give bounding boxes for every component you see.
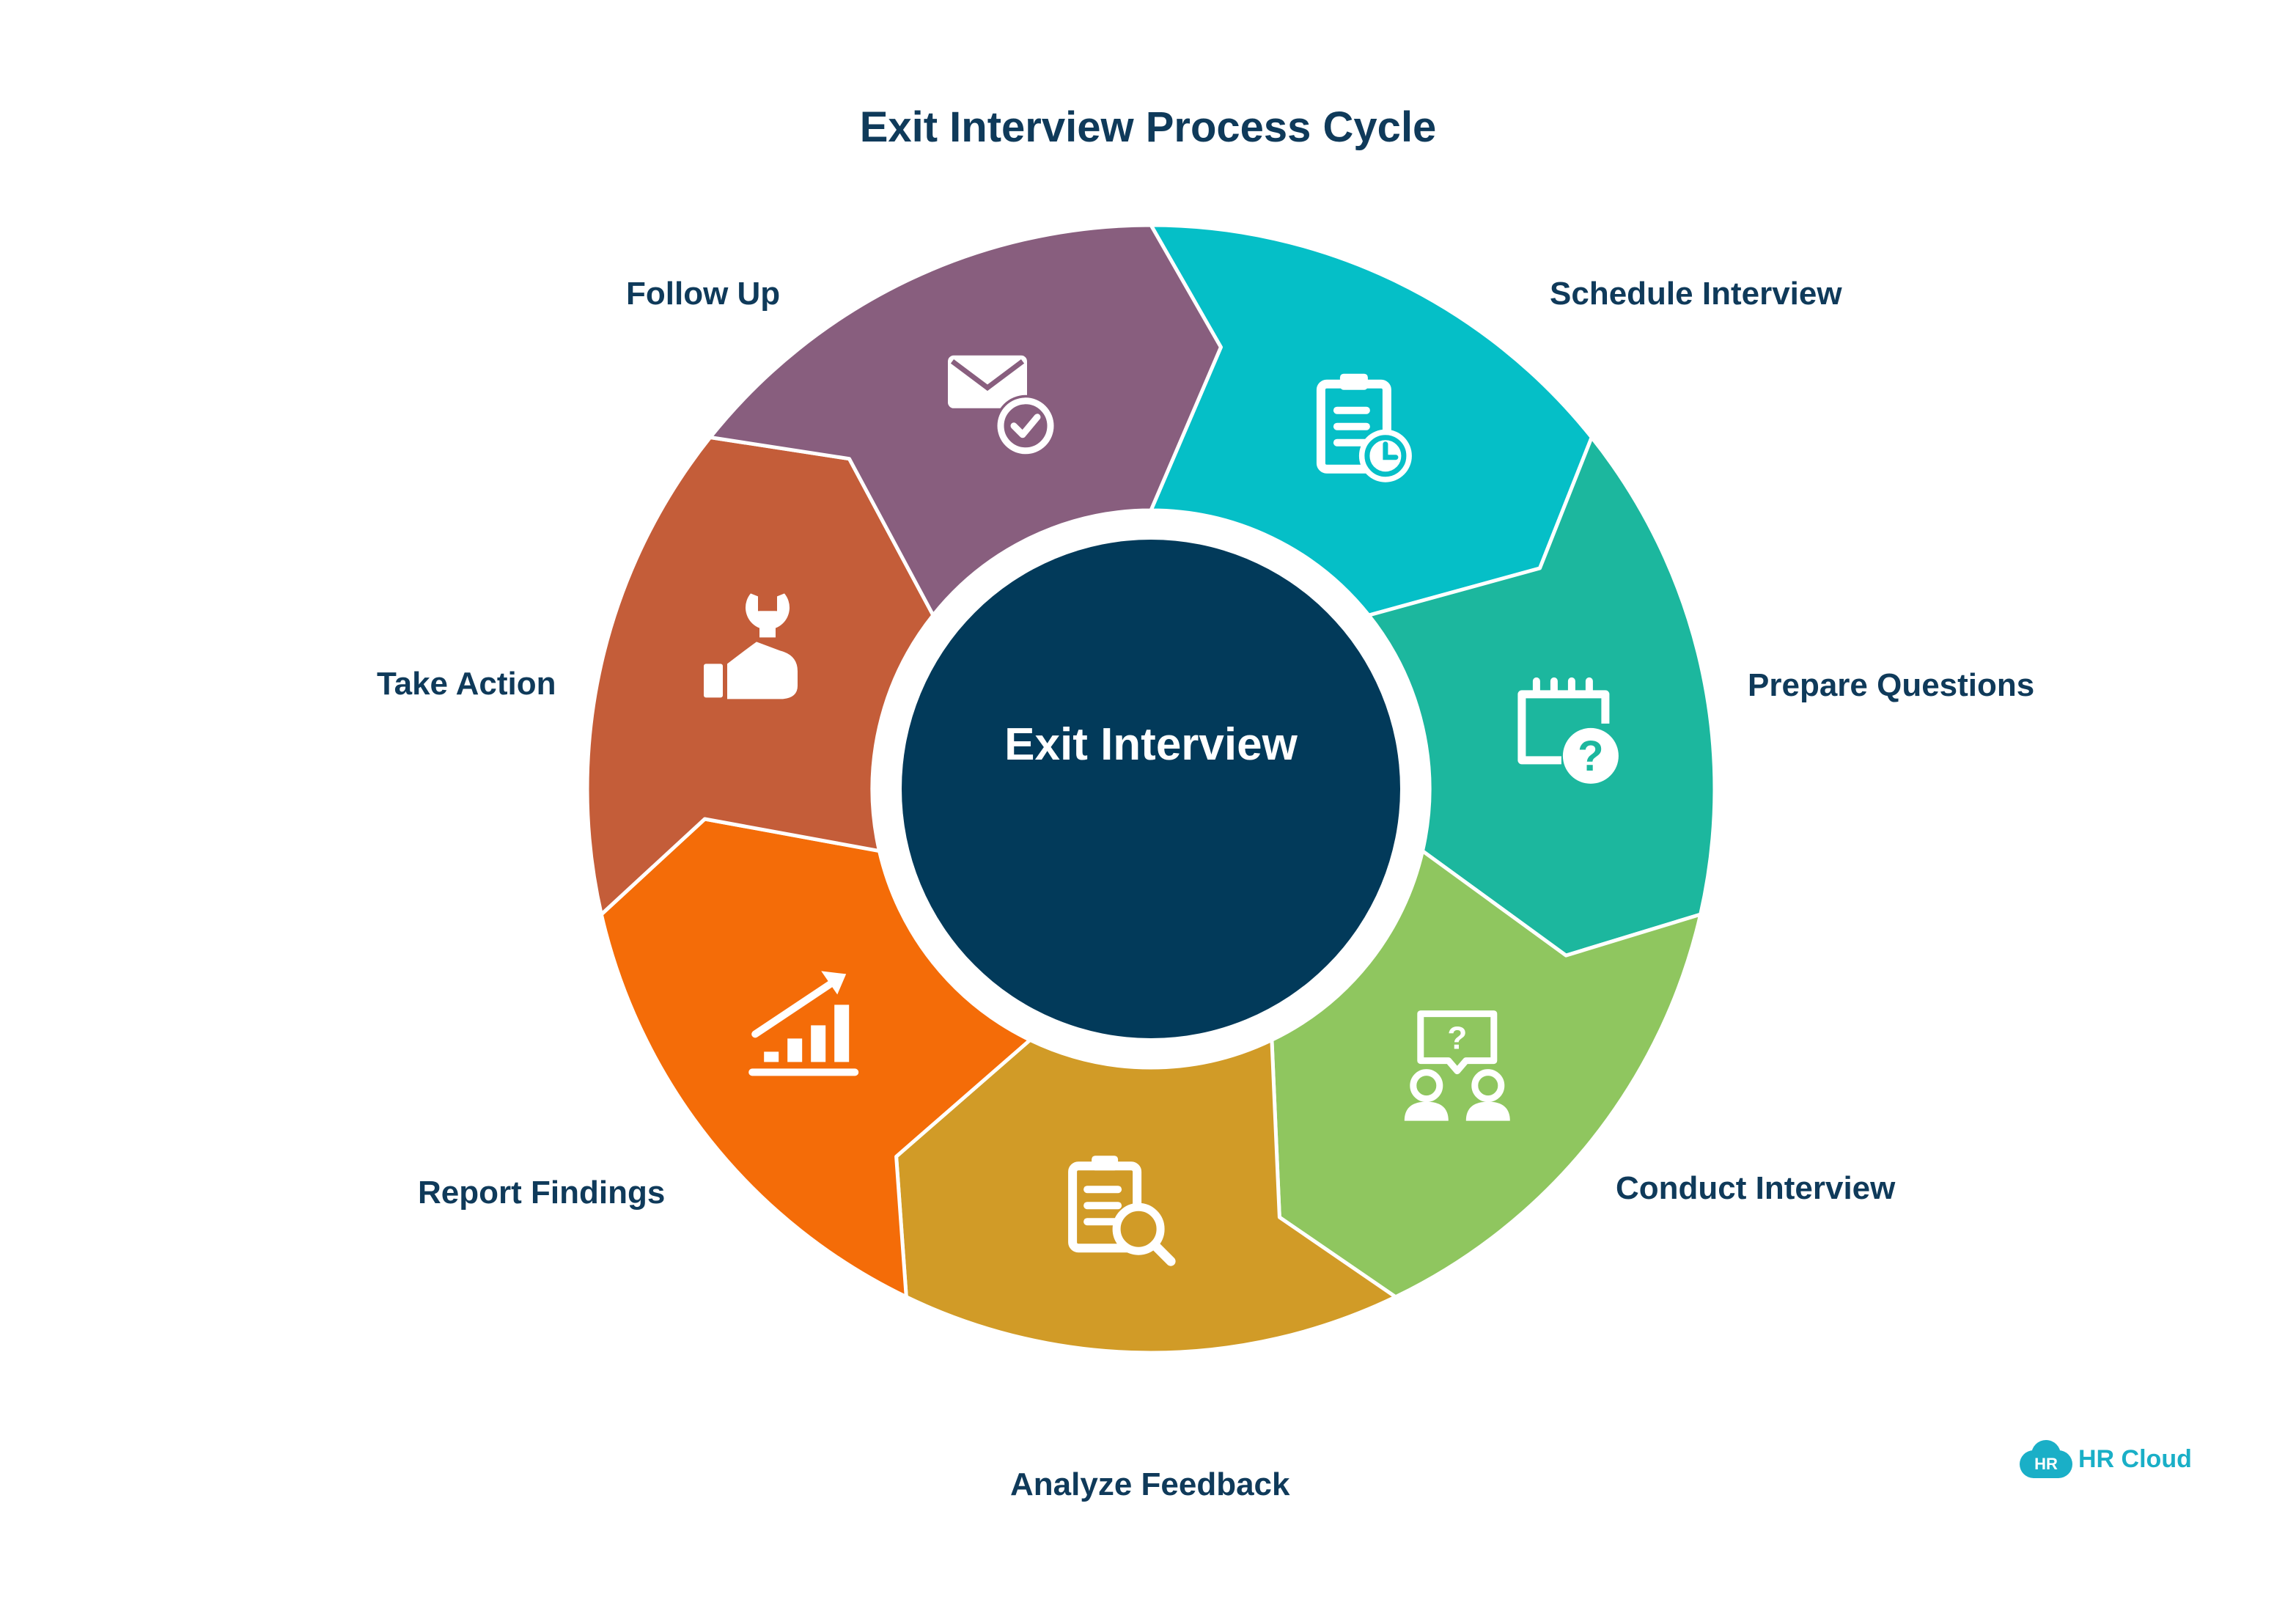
brand-badge: HR	[2034, 1455, 2058, 1473]
step-label-take-action: Take Action	[377, 666, 556, 702]
growth-chart-icon	[748, 971, 859, 1076]
envelope-check-icon	[948, 355, 1056, 457]
calendar-question-icon: ?	[1517, 677, 1619, 784]
cloud-icon: HR	[2020, 1440, 2072, 1478]
svg-text:?: ?	[1447, 1021, 1467, 1057]
step-label-analyze-feedback: Analyze Feedback	[1010, 1466, 1290, 1502]
step-label-conduct-interview: Conduct Interview	[1616, 1170, 1896, 1206]
brand-logo: HR HR Cloud	[2020, 1437, 2192, 1481]
center-disk	[902, 540, 1400, 1038]
diagram-title: Exit Interview Process Cycle	[859, 103, 1437, 151]
clipboard-search-icon	[1068, 1156, 1176, 1266]
step-label-prepare-questions: Prepare Questions	[1748, 667, 2035, 703]
clipboard-clock-icon	[1316, 373, 1412, 482]
step-label-schedule-interview: Schedule Interview	[1550, 276, 1842, 312]
step-label-report-findings: Report Findings	[418, 1175, 666, 1211]
center-label: Exit Interview	[1004, 719, 1298, 770]
segment-analyze-feedback	[894, 1037, 1398, 1355]
brand-name: HR Cloud	[2078, 1444, 2192, 1473]
svg-text:?: ?	[1578, 732, 1603, 780]
hand-wrench-icon	[704, 593, 798, 699]
interview-people-question-icon: ?	[1404, 1010, 1510, 1121]
step-label-follow-up: Follow Up	[626, 276, 781, 312]
